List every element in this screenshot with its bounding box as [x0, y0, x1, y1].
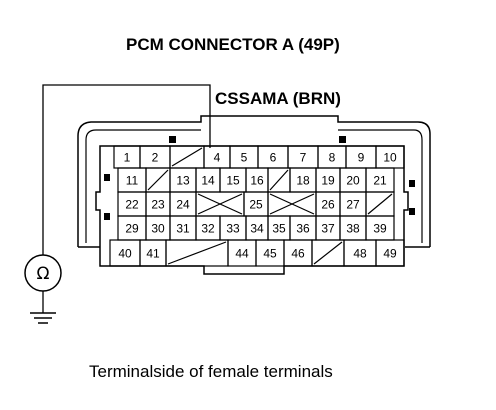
terminal-number: 20: [346, 174, 360, 188]
terminal-number: 40: [118, 247, 132, 261]
terminal-number: 24: [176, 198, 190, 212]
terminal-number: 46: [291, 247, 305, 261]
terminal-number: 45: [263, 247, 277, 261]
terminal-number: 49: [383, 247, 397, 261]
terminal-number: 44: [235, 247, 249, 261]
terminal-number: 39: [373, 222, 387, 236]
terminal-number: 11: [126, 174, 139, 188]
terminal-number: 19: [321, 174, 335, 188]
terminal-number: 7: [300, 151, 307, 165]
terminal-number: 31: [176, 222, 190, 236]
empty-terminal-slash: [313, 241, 343, 265]
empty-terminal-slash: [269, 169, 289, 191]
wire-label: CSSAMA (BRN): [215, 89, 341, 108]
caption: Terminalside of female terminals: [89, 362, 333, 381]
terminal-number: 6: [270, 151, 277, 165]
terminal-number: 48: [353, 247, 367, 261]
terminal-number: 32: [201, 222, 215, 236]
terminal-number: 27: [346, 198, 360, 212]
terminal-number: 33: [226, 222, 240, 236]
terminal-number: 35: [272, 222, 286, 236]
terminal-number: 26: [321, 198, 335, 212]
terminal-number: 38: [346, 222, 360, 236]
empty-terminal-slash: [171, 147, 203, 167]
connector-housing: [77, 115, 431, 247]
terminal-number: 30: [151, 222, 165, 236]
terminal-number: 5: [241, 151, 248, 165]
terminal-number: 9: [358, 151, 365, 165]
terminal-number: 18: [296, 174, 310, 188]
terminal-number: 25: [249, 198, 263, 212]
ground-icon: [30, 312, 56, 324]
terminal-cell: [375, 239, 405, 267]
empty-terminal-slash: [167, 241, 227, 265]
terminal-number: 2: [152, 151, 159, 165]
terminal-number: 1: [124, 151, 131, 165]
blocked-terminal-cross: [197, 193, 243, 215]
terminal-number: 16: [250, 174, 264, 188]
terminal-number: 8: [329, 151, 336, 165]
terminal-number: 36: [296, 222, 310, 236]
terminal-number: 4: [214, 151, 221, 165]
terminal-number: 34: [250, 222, 264, 236]
connector-body: [95, 145, 409, 275]
terminal-number: 15: [226, 174, 240, 188]
empty-terminal-slash: [367, 193, 393, 215]
terminal-number: 23: [151, 198, 165, 212]
terminal-number: 29: [125, 222, 139, 236]
terminal-number: 21: [373, 174, 387, 188]
blocked-terminal-cross: [269, 193, 315, 215]
terminal-number: 22: [125, 198, 139, 212]
terminal-number: 13: [176, 174, 190, 188]
ohm-symbol: Ω: [37, 264, 50, 284]
terminal-number: 14: [201, 174, 215, 188]
terminal-number: 37: [321, 222, 335, 236]
empty-terminal-slash: [147, 169, 169, 191]
ohmmeter: Ω: [24, 254, 62, 313]
terminal-number: 41: [146, 247, 160, 261]
diagram-title: PCM CONNECTOR A (49P): [126, 35, 340, 54]
terminal-number: 10: [383, 151, 397, 165]
